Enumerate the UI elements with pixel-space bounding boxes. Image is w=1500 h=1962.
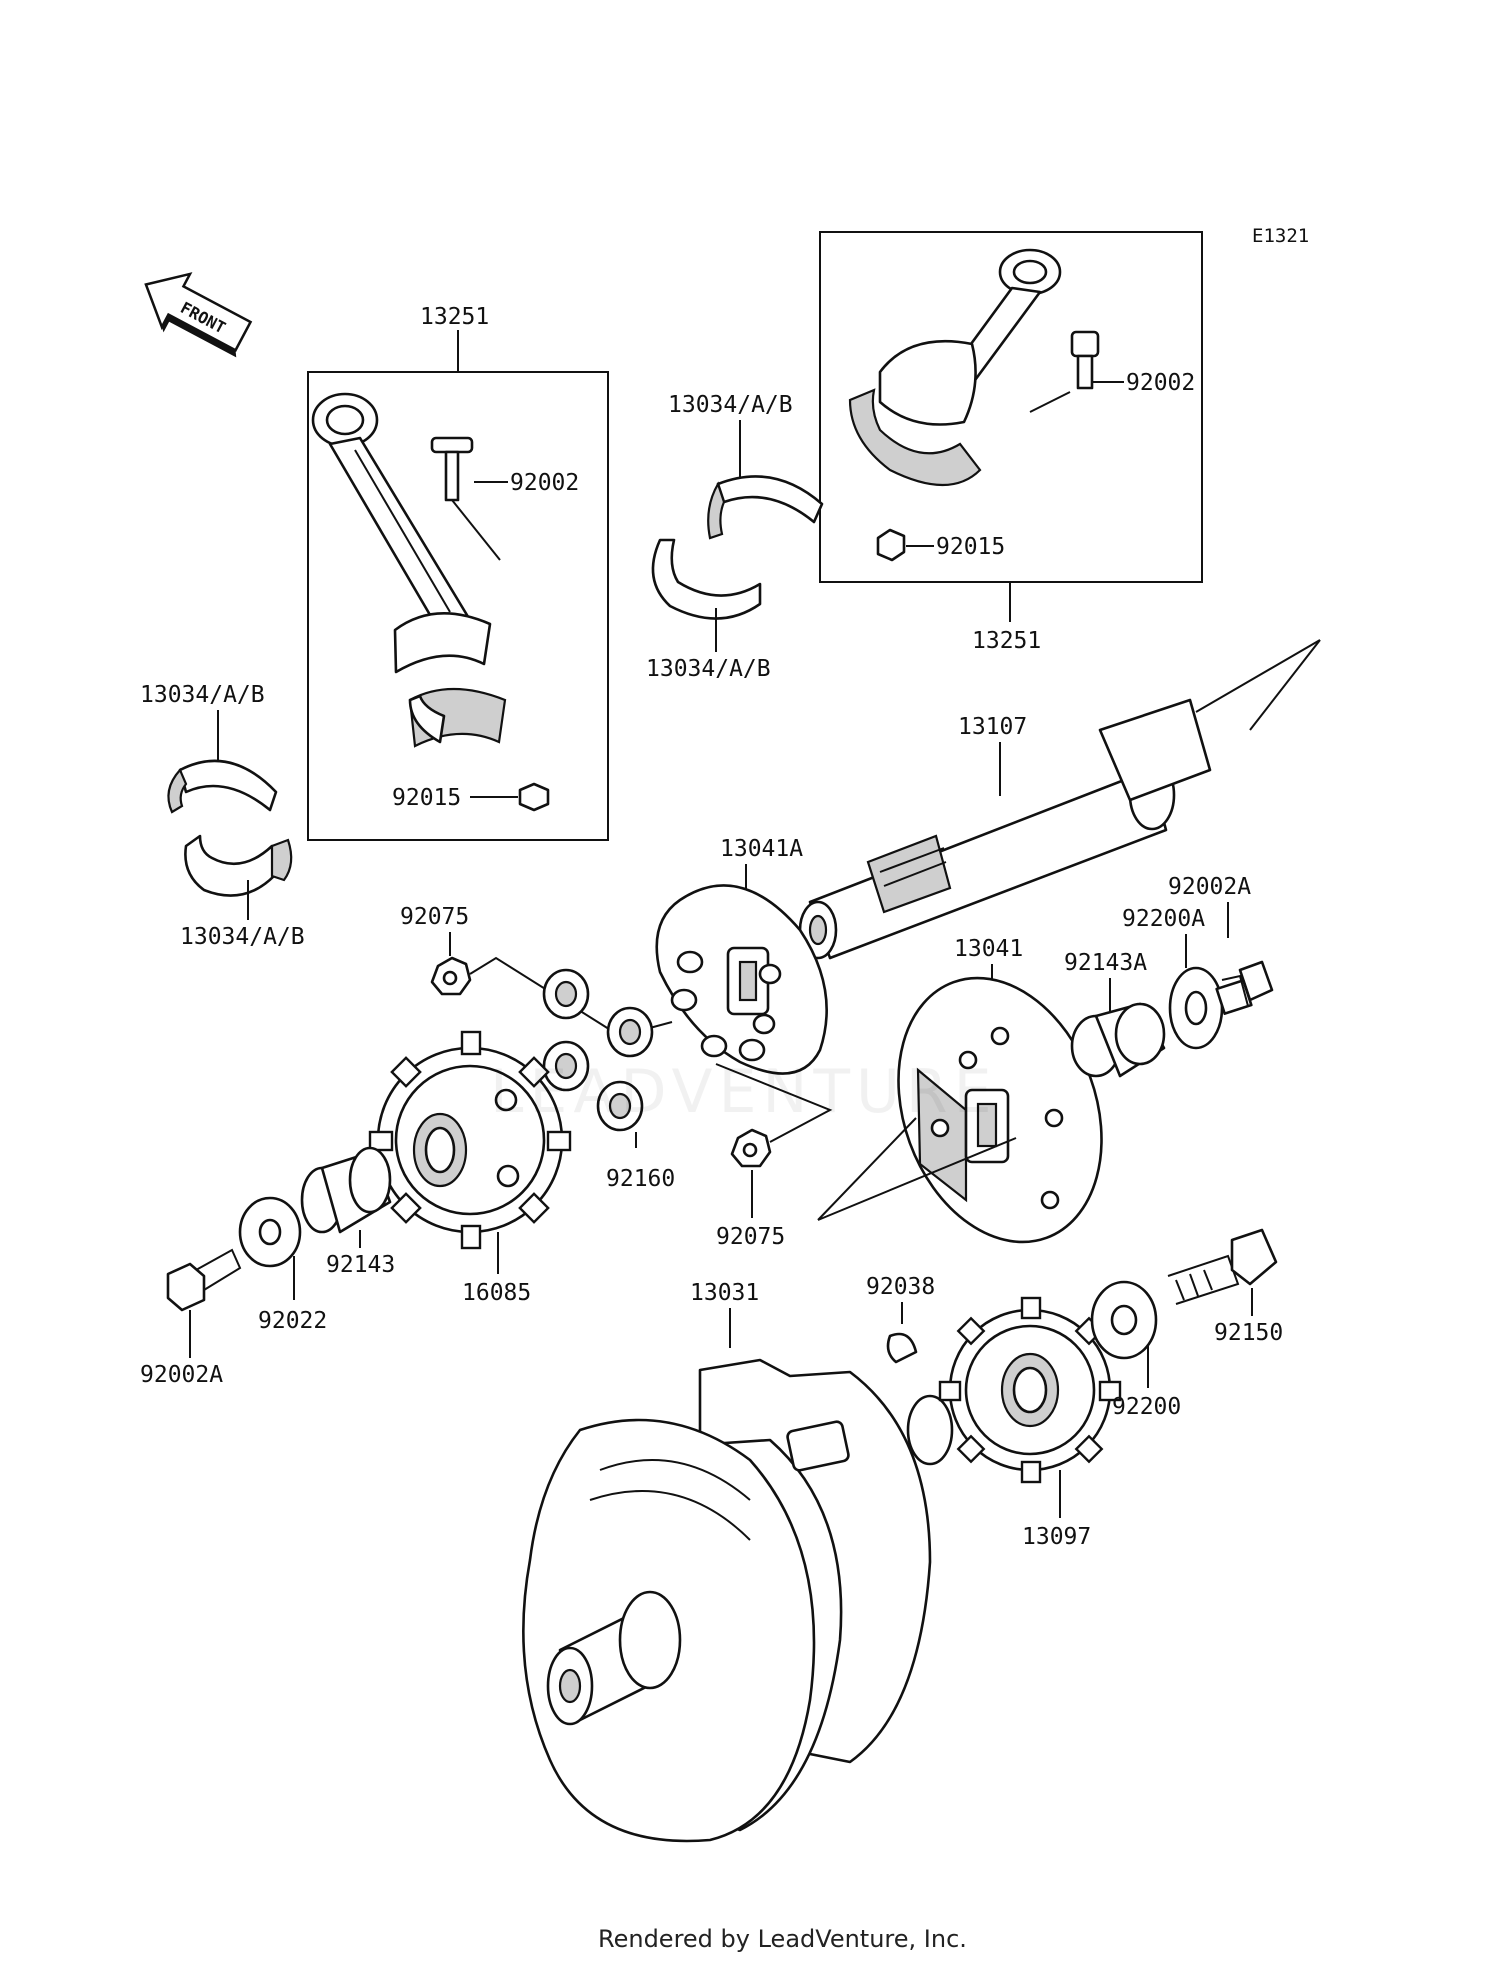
conrod-right-nut-part — [876, 528, 906, 562]
callout-washer-right-top: 92200A — [1122, 906, 1205, 932]
callout-damper-a: 13041A — [720, 836, 803, 862]
damper-part — [817, 976, 1103, 1244]
callout-conrod-left-assy: 13251 — [420, 304, 489, 330]
callout-crankshaft: 13031 — [690, 1280, 759, 1306]
bearing-left-top-part — [167, 759, 278, 814]
conrod-left-nut-part — [518, 782, 550, 812]
crankshaft-part — [522, 1358, 954, 1843]
callout-conrod-right-bolt: 92002 — [1126, 370, 1195, 396]
callout-washer-left: 92022 — [258, 1308, 327, 1334]
collar-right-part — [1070, 1002, 1166, 1078]
callout-rubber: 92160 — [606, 1166, 675, 1192]
gear-small-bottom-part — [715, 1063, 833, 1168]
conrod-left-part — [311, 392, 507, 748]
callout-gear-right: 13097 — [1022, 1524, 1091, 1550]
callout-shaft: 13107 — [958, 714, 1027, 740]
callout-bearing-mid-bottom: 13034/A/B — [646, 656, 771, 682]
callout-bearing-left-top: 13034/A/B — [140, 682, 265, 708]
callout-bolt-right: 92150 — [1214, 1320, 1283, 1346]
bearing-mid-bottom-part — [651, 538, 762, 620]
bearing-mid-top-part — [707, 475, 824, 540]
callout-conrod-left-nut: 92015 — [392, 785, 461, 811]
washer-right-part — [1090, 1280, 1158, 1360]
callout-key: 92038 — [866, 1274, 935, 1300]
callout-bolt-left: 92002A — [140, 1362, 223, 1388]
sprocket-left-part — [368, 1030, 572, 1250]
diagram-code: E1321 — [1252, 225, 1309, 247]
bolt-left-part — [166, 1248, 242, 1312]
bolt-right-part — [1167, 1228, 1278, 1305]
washer-left-part — [238, 1196, 302, 1268]
callout-conrod-right-assy: 13251 — [972, 628, 1041, 654]
conrod-left-bolt-part — [430, 436, 501, 561]
rubber-parts — [542, 968, 654, 1132]
callout-conrod-left-bolt: 92002 — [510, 470, 579, 496]
conrod-right-part — [848, 248, 1062, 486]
conrod-right-bolt-part — [1029, 330, 1100, 413]
shaft-part — [798, 639, 1321, 960]
callout-bolt-right-top: 92002A — [1168, 874, 1251, 900]
callout-conrod-right-nut: 92015 — [936, 534, 1005, 560]
callout-damper: 13041 — [954, 936, 1023, 962]
bearing-left-bottom-part — [184, 834, 293, 897]
collar-left-part — [300, 1146, 392, 1234]
footer-credit: Rendered by LeadVenture, Inc. — [598, 1925, 967, 1953]
key-part — [886, 1332, 918, 1364]
front-arrow-icon: FRONT — [144, 272, 253, 358]
callout-bearing-mid-top: 13034/A/B — [668, 392, 793, 418]
callout-sprocket-left: 16085 — [462, 1280, 531, 1306]
callout-bearing-left-bottom: 13034/A/B — [180, 924, 305, 950]
callout-gear-small-bottom: 92075 — [716, 1224, 785, 1250]
callout-collar-right: 92143A — [1064, 950, 1147, 976]
damper-a-part — [655, 884, 828, 1075]
watermark: LEADVENTURE — [490, 1057, 998, 1127]
callout-washer-right: 92200 — [1112, 1394, 1181, 1420]
callout-gear-small-top: 92075 — [400, 904, 469, 930]
washer-right-top-part — [1168, 966, 1224, 1050]
bolt-right-top-part — [1215, 960, 1274, 1015]
callout-collar-left: 92143 — [326, 1252, 395, 1278]
